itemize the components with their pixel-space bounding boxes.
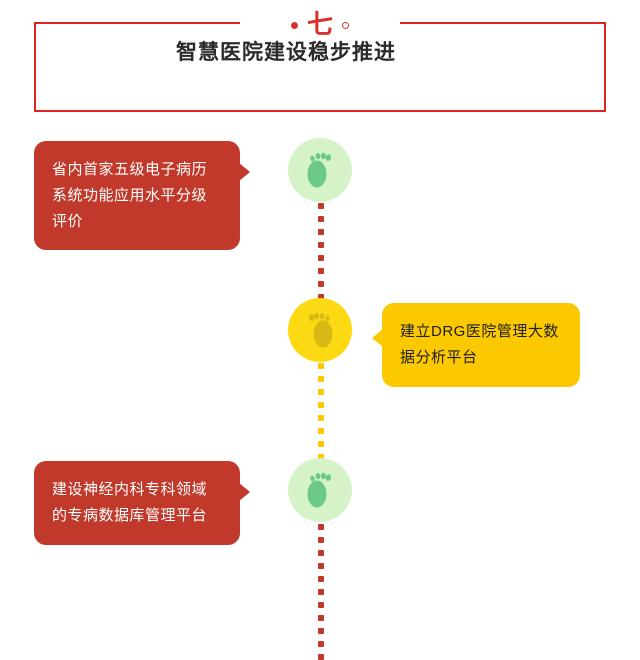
timeline-node-3[interactable]: [288, 458, 352, 522]
callout-text-1: 省内首家五级电子病历系统功能应用水平分级评价: [52, 161, 208, 230]
timeline-node-2[interactable]: [288, 298, 352, 362]
callout-pointer-3: [239, 483, 250, 501]
filled-dot-icon: [290, 21, 298, 29]
footprint-icon: [307, 152, 332, 188]
section-badge: 七: [240, 10, 400, 40]
timeline: 省内首家五级电子病历系统功能应用水平分级评价 建立DRG医院管理大数据分析平台 …: [34, 138, 580, 660]
footprint-icon: [307, 472, 332, 508]
callout-text-3: 建设神经内科专科领域的专病数据库管理平台: [52, 481, 208, 524]
callout-card-1[interactable]: 省内首家五级电子病历系统功能应用水平分级评价: [34, 141, 250, 251]
callout-pointer-2: [372, 329, 383, 347]
header-notch-mask: [240, 12, 400, 38]
section-number: 七: [306, 9, 333, 39]
connector-dotted-line-3: [317, 524, 324, 660]
timeline-node-1[interactable]: [288, 138, 352, 202]
callout-pointer-1: [239, 163, 250, 181]
hollow-dot-icon: [342, 21, 349, 29]
page-title: 智慧医院建设稳步推进: [176, 41, 396, 64]
callout-card-3[interactable]: 建设神经内科专科领域的专病数据库管理平台: [34, 461, 250, 545]
callout-text-2: 建立DRG医院管理大数据分析平台: [400, 323, 559, 366]
footprint-icon: [308, 312, 333, 348]
callout-card-2[interactable]: 建立DRG医院管理大数据分析平台: [372, 303, 580, 387]
